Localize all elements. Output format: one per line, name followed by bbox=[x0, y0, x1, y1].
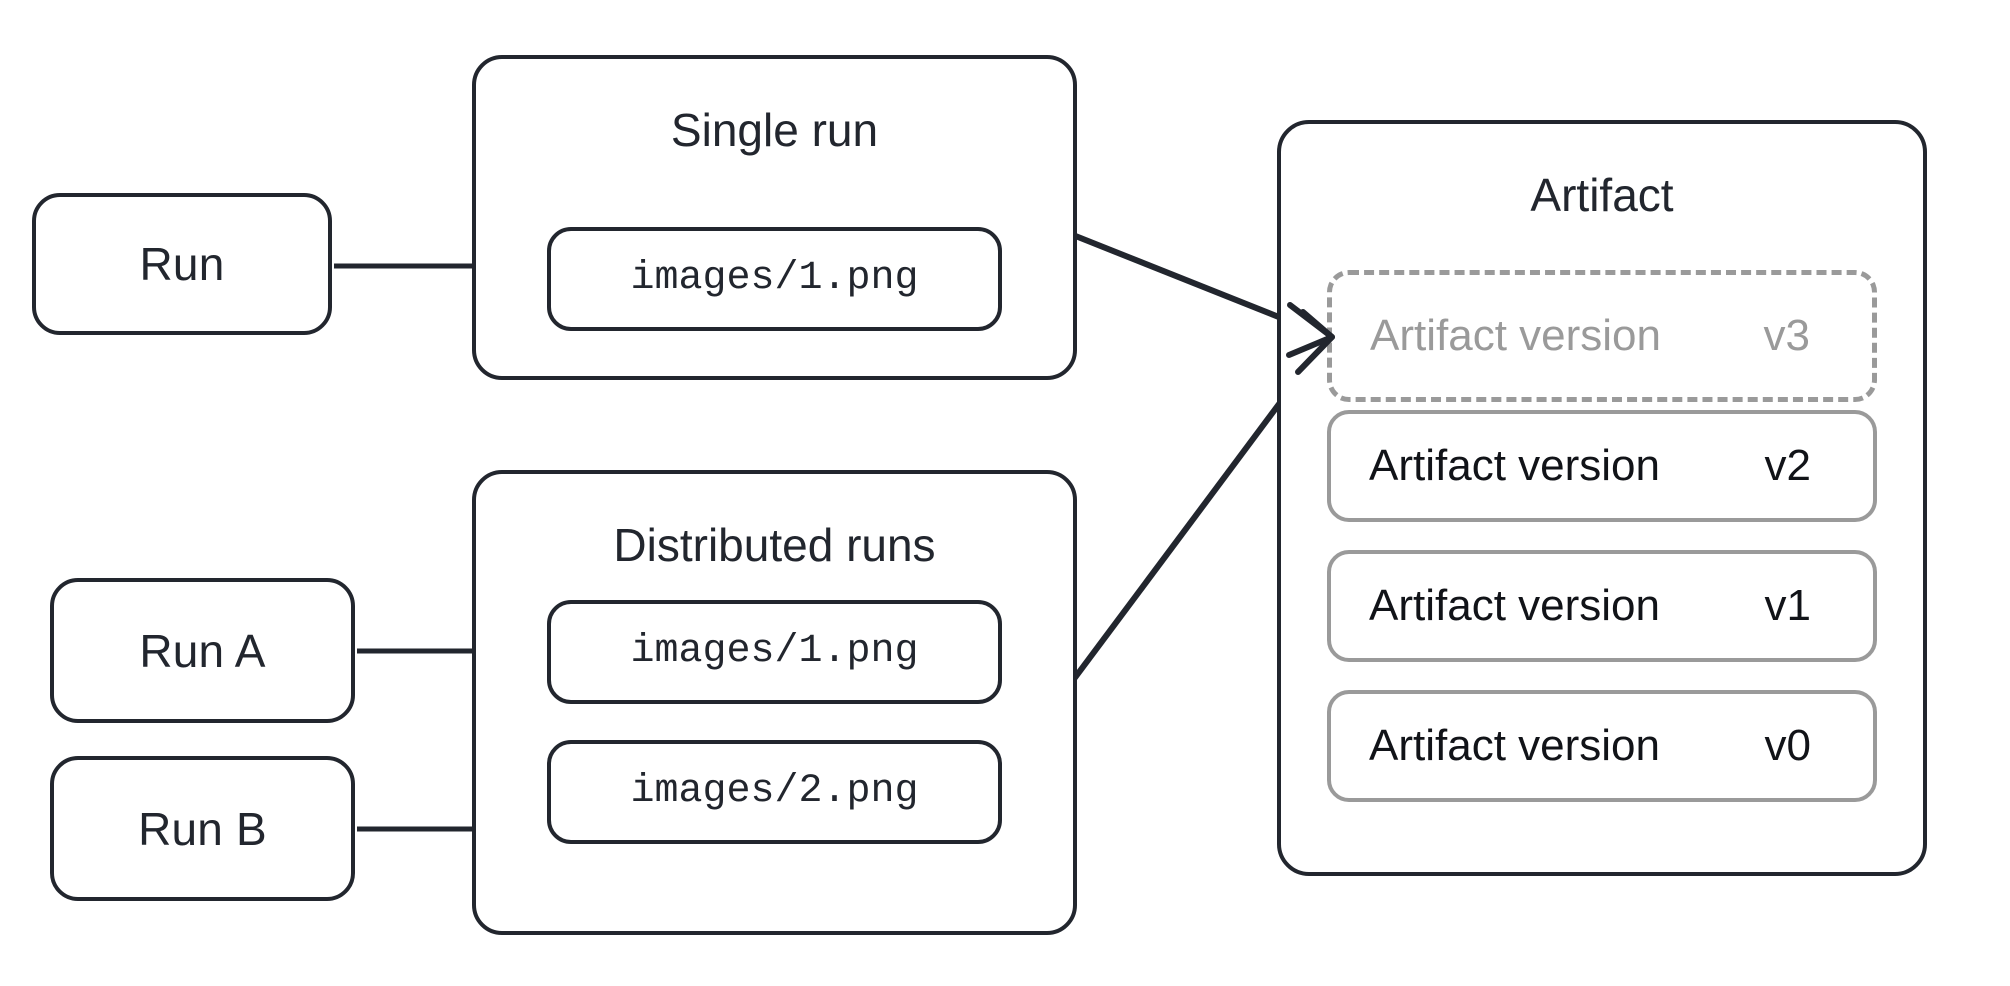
artifact-version-name: Artifact version bbox=[1370, 311, 1661, 360]
run-b-node-label: Run B bbox=[138, 802, 267, 855]
file-box-distributed-images-2[interactable]: images/2.png bbox=[547, 740, 1002, 844]
artifact-version-row-v0[interactable]: Artifact version v0 bbox=[1327, 690, 1877, 802]
artifact-version-row-v3[interactable]: Artifact version v3 bbox=[1327, 270, 1877, 402]
file-box-label: images/1.png bbox=[630, 629, 919, 674]
file-box-label: images/2.png bbox=[630, 769, 919, 814]
artifact-version-name: Artifact version bbox=[1369, 581, 1660, 630]
artifact-version-row-v1[interactable]: Artifact version v1 bbox=[1327, 550, 1877, 662]
file-box-label: images/1.png bbox=[630, 256, 919, 301]
artifact-version-tag: v0 bbox=[1764, 721, 1811, 770]
group-single-run-title: Single run bbox=[670, 104, 879, 156]
artifact-version-row-v2[interactable]: Artifact version v2 bbox=[1327, 410, 1877, 522]
file-box-distributed-images-1[interactable]: images/1.png bbox=[547, 600, 1002, 704]
run-a-node-label: Run A bbox=[139, 624, 266, 677]
artifact-version-tag: v1 bbox=[1764, 581, 1811, 630]
run-a-node[interactable]: Run A bbox=[50, 578, 355, 723]
artifact-version-tag: v2 bbox=[1764, 441, 1811, 490]
artifact-version-tag: v3 bbox=[1763, 311, 1810, 360]
artifact-panel-title: Artifact bbox=[1530, 169, 1674, 221]
group-distributed-runs-title: Distributed runs bbox=[613, 519, 936, 571]
run-node-label: Run bbox=[139, 238, 225, 290]
artifact-version-name: Artifact version bbox=[1369, 721, 1660, 770]
run-b-node[interactable]: Run B bbox=[50, 756, 355, 901]
file-box-single-run-images-1[interactable]: images/1.png bbox=[547, 227, 1002, 331]
run-node[interactable]: Run bbox=[32, 193, 332, 335]
artifact-version-name: Artifact version bbox=[1369, 441, 1660, 490]
group-single-run[interactable]: Single run bbox=[472, 55, 1077, 380]
